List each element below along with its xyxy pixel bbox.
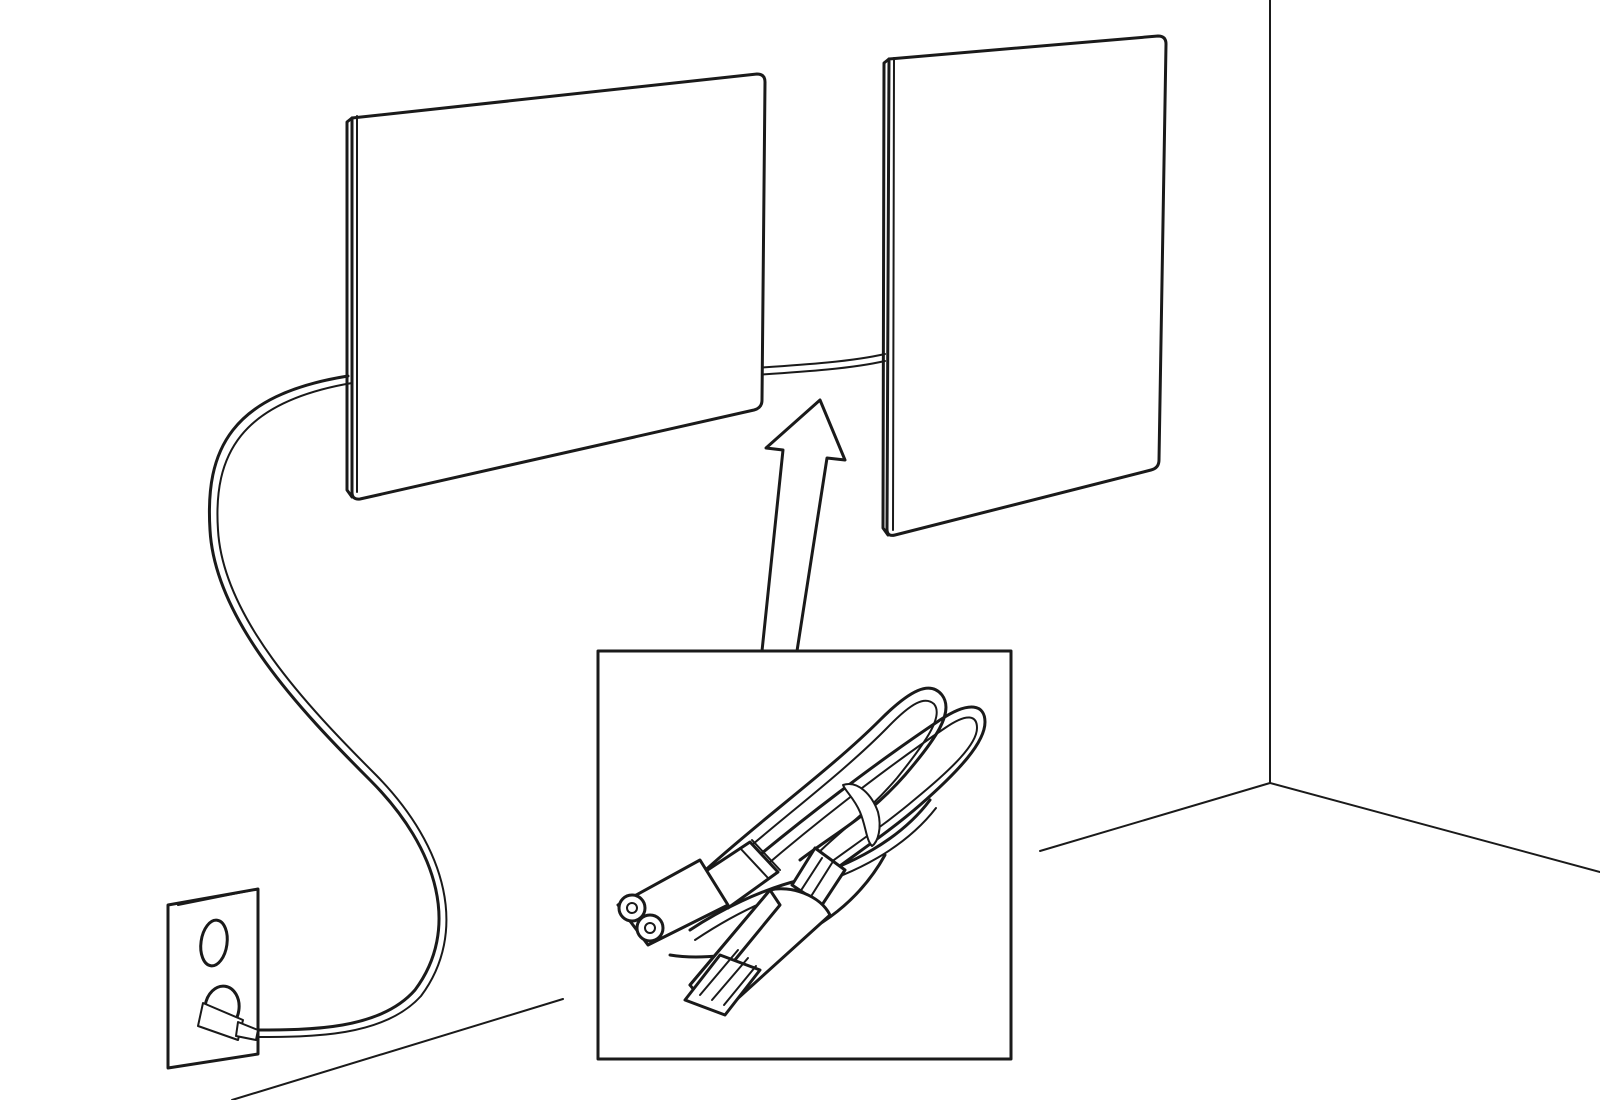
pointer-arrow-icon bbox=[760, 398, 847, 653]
wall-panel-icon bbox=[881, 34, 1168, 537]
power-cable bbox=[207, 374, 448, 1038]
wall-panel-icon bbox=[345, 72, 767, 501]
room-lines bbox=[231, 0, 1600, 1100]
power-outlet-icon bbox=[166, 887, 260, 1070]
link-cable bbox=[754, 353, 886, 376]
power-cord-icon bbox=[616, 686, 987, 1017]
